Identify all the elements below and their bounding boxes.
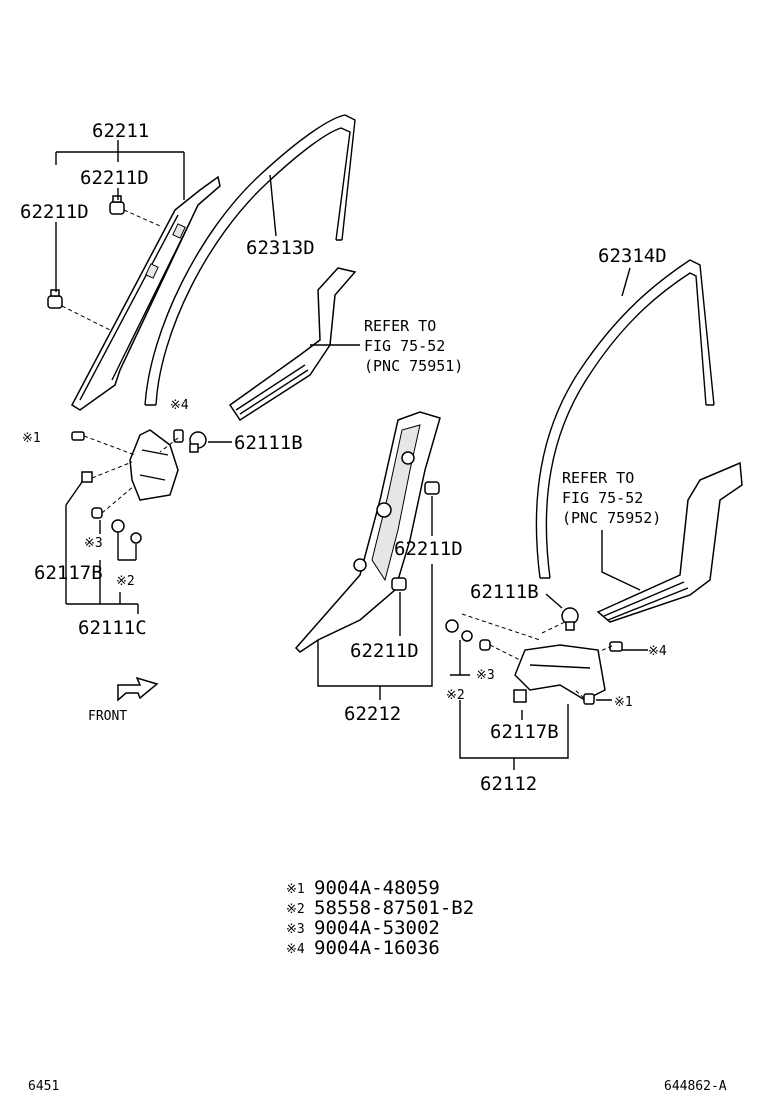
legend: ※1 9004A-48059 ※2 58558-87501-B2 ※3 9004… [286, 877, 474, 959]
clip-62211D-upper [109, 195, 125, 215]
leader-lines [55, 140, 648, 770]
mark-m4-left: ※4 [170, 398, 189, 413]
refer-left-line1: REFER TO [364, 317, 436, 335]
refer-right-line3: (PNC 75952) [562, 509, 661, 527]
clip-m1-right [583, 693, 595, 705]
legend-part-2: 58558-87501-B2 [314, 897, 474, 919]
label-62211D-center-lower: 62211D [350, 640, 419, 662]
label-62111C: 62111C [78, 617, 147, 639]
clip-62111B-left [189, 431, 207, 453]
clip-62117B-right [513, 689, 527, 703]
label-62112: 62112 [480, 773, 537, 795]
label-62111B-left: 62111B [234, 432, 303, 454]
weatherstrip-62313D [144, 114, 356, 406]
label-62117B-right: 62117B [490, 721, 559, 743]
clip-62211D-center-lower [391, 577, 407, 591]
label-62211D-upper: 62211D [80, 167, 149, 189]
a-pillar-garnish [71, 175, 221, 411]
label-62111B-right: 62111B [470, 581, 539, 603]
clip-62211D-center-upper [424, 481, 440, 495]
mark-m2-right: ※2 [446, 688, 465, 703]
mark-m4-right: ※4 [648, 644, 667, 659]
legend-mark-1: ※1 [286, 882, 305, 897]
label-62212: 62212 [344, 703, 401, 725]
refer-right-line2: FIG 75-52 [562, 489, 643, 507]
mark-m1-right: ※1 [614, 695, 633, 710]
front-arrow-icon [117, 676, 159, 702]
cowl-side-trim-left [129, 429, 179, 501]
footer-left: 6451 [28, 1079, 59, 1094]
scuff-plate-left [228, 267, 357, 422]
legend-mark-2: ※2 [286, 902, 305, 917]
legend-mark-3: ※3 [286, 922, 305, 937]
label-62117B-left: 62117B [34, 562, 103, 584]
clip-62111B-right [561, 607, 579, 631]
clip-m2-right [445, 619, 473, 642]
mark-m2-left: ※2 [116, 574, 135, 589]
label-62211: 62211 [92, 120, 149, 142]
label-62313D: 62313D [246, 237, 315, 259]
label-62211D-left: 62211D [20, 201, 89, 223]
clip-m1-left [71, 431, 85, 441]
clip-m2-left [111, 519, 142, 544]
clip-m3-right [479, 639, 491, 651]
clip-62211D-lower [47, 289, 63, 309]
mark-m1-left: ※1 [22, 431, 41, 446]
cowl-side-trim-right [514, 644, 606, 701]
legend-part-1: 9004A-48059 [314, 877, 440, 899]
label-62211D-center-upper: 62211D [394, 538, 463, 560]
scuff-plate-right [596, 461, 743, 623]
legend-part-3: 9004A-53002 [314, 917, 440, 939]
refer-left-line2: FIG 75-52 [364, 337, 445, 355]
weatherstrip-62314D [535, 259, 715, 579]
refer-left-line3: (PNC 75951) [364, 357, 463, 375]
label-front: FRONT [88, 709, 127, 724]
center-pillar-garnish [294, 411, 441, 653]
label-62314D: 62314D [598, 245, 667, 267]
mark-m3-right: ※3 [476, 668, 495, 683]
footer-right: 644862-A [664, 1079, 727, 1094]
clip-62117B-left [81, 471, 93, 483]
mark-m3-left: ※3 [84, 536, 103, 551]
legend-mark-4: ※4 [286, 942, 305, 957]
refer-right-line1: REFER TO [562, 469, 634, 487]
clip-m3-left [91, 507, 103, 519]
legend-part-4: 9004A-16036 [314, 937, 440, 959]
